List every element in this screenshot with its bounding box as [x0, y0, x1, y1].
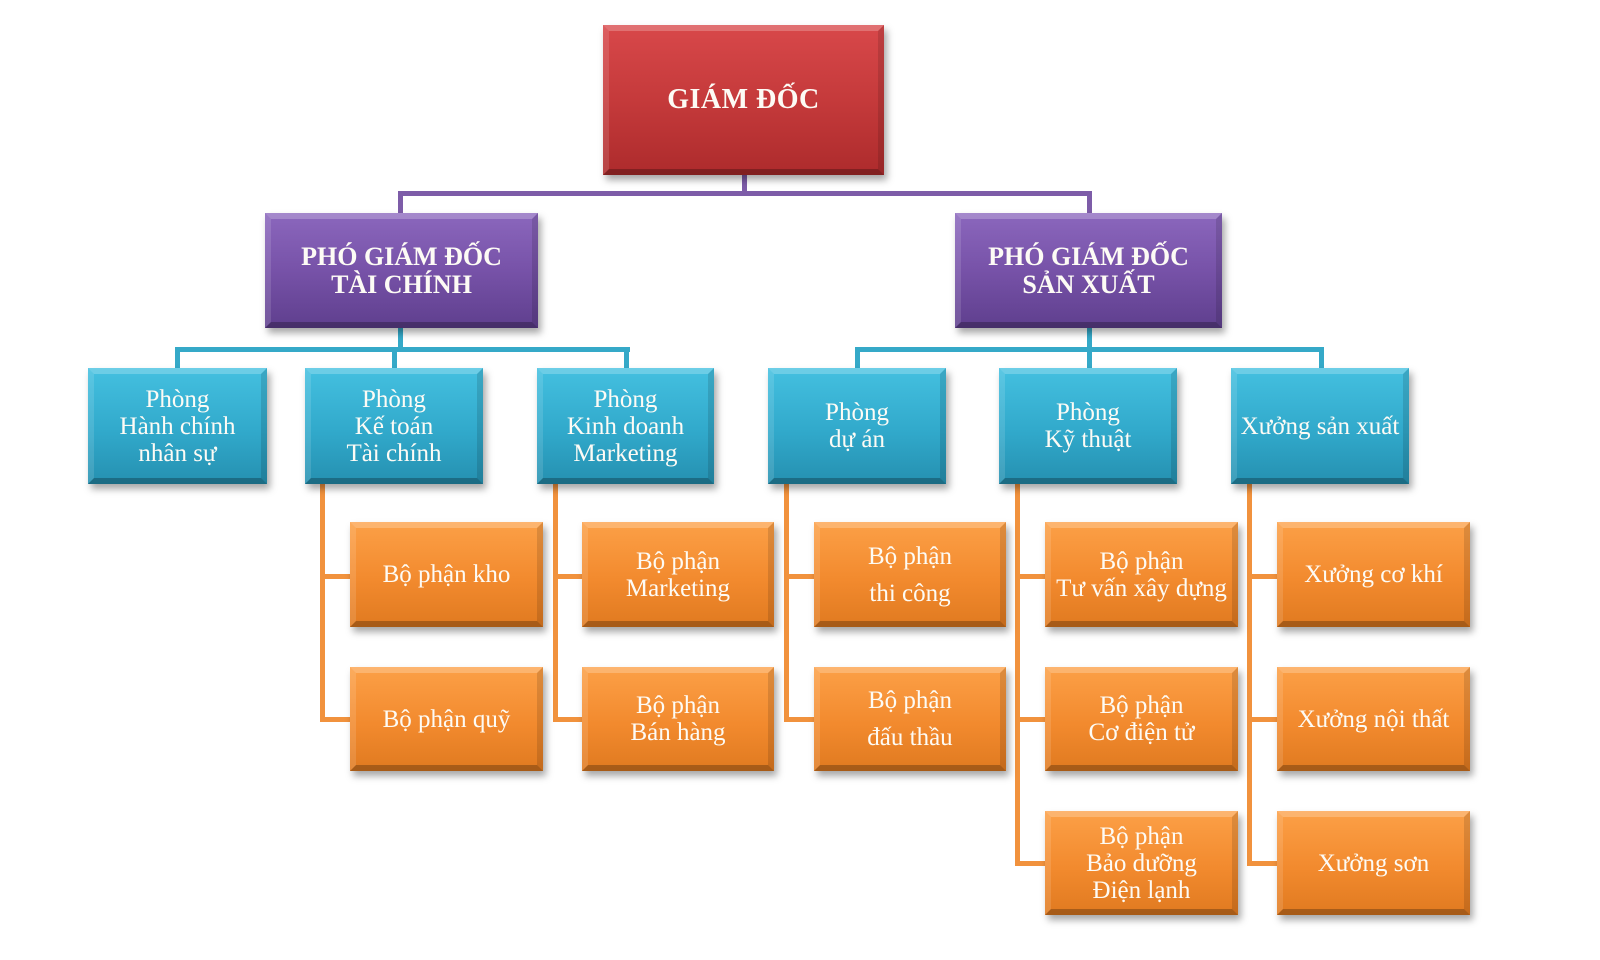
node-deputy-production: PHÓ GIÁM ĐỐC SẢN XUẤT	[955, 213, 1222, 328]
node-unit-sales: Bộ phận Bán hàng	[582, 667, 774, 771]
connector-unit-6-3	[1247, 861, 1277, 866]
node-unit-treasury: Bộ phận quỹ	[350, 667, 543, 771]
node-dept-sales-label: Phòng Kinh doanh Marketing	[566, 385, 685, 467]
node-unit-label: Xưởng nội thất	[1297, 705, 1450, 733]
connector-dept-6-drop	[1319, 347, 1324, 369]
node-dept-sales: Phòng Kinh doanh Marketing	[537, 368, 714, 484]
node-dept-factory-label: Xưởng sản xuất	[1240, 412, 1400, 440]
connector-deputy-finance-drop	[398, 191, 403, 214]
node-deputy-finance-label: PHÓ GIÁM ĐỐC TÀI CHÍNH	[301, 241, 502, 299]
connector-dept-3-drop	[624, 347, 629, 369]
connector-deputy-production-drop	[1087, 191, 1092, 214]
node-dept-projects: Phòng dự án	[768, 368, 946, 484]
node-unit-mechanical-workshop: Xưởng cơ khí	[1277, 522, 1470, 627]
connector-unit-2-2	[320, 717, 350, 722]
connector-dept-5-spine	[1015, 484, 1020, 865]
connector-finance-stem	[398, 328, 403, 351]
node-unit-label: Bộ phận Bán hàng	[630, 692, 726, 746]
node-unit-label: Bộ phận Bảo dưỡng Điện lạnh	[1086, 822, 1197, 904]
connector-unit-3-1	[553, 574, 582, 579]
connector-unit-6-2	[1247, 717, 1277, 722]
connector-dept-1-drop	[175, 347, 180, 369]
node-dept-accounting: Phòng Kế toán Tài chính	[305, 368, 483, 484]
node-dept-accounting-label: Phòng Kế toán Tài chính	[346, 385, 442, 467]
connector-unit-5-2	[1015, 717, 1045, 722]
connector-production-stem	[1087, 328, 1092, 351]
node-unit-maintenance: Bộ phận Bảo dưỡng Điện lạnh	[1045, 811, 1238, 915]
connector-unit-6-1	[1247, 574, 1277, 579]
connector-dept-5-drop	[1087, 347, 1092, 369]
connector-unit-4-2	[784, 717, 814, 722]
node-unit-interior-workshop: Xưởng nội thất	[1277, 667, 1470, 771]
connector-finance-bar	[175, 347, 630, 352]
node-deputy-production-label: PHÓ GIÁM ĐỐC SẢN XUẤT	[988, 241, 1189, 299]
node-dept-hr-label: Phòng Hành chính nhân sự	[119, 385, 236, 467]
connector-unit-4-1	[784, 574, 814, 579]
connector-director-stem	[742, 175, 747, 195]
node-dept-factory: Xưởng sản xuất	[1231, 368, 1409, 484]
connector-dept-3-spine	[553, 484, 558, 721]
node-unit-consulting: Bộ phận Tư vấn xây dựng	[1045, 522, 1238, 627]
node-unit-label: Bộ phận Cơ điện tử	[1088, 692, 1195, 746]
connector-dept-2-drop	[392, 347, 397, 369]
connector-unit-3-2	[553, 717, 582, 722]
connector-unit-5-3	[1015, 861, 1045, 866]
node-unit-label: Bộ phận thi công	[867, 542, 953, 607]
node-dept-projects-label: Phòng dự án	[825, 399, 889, 453]
node-dept-hr: Phòng Hành chính nhân sự	[88, 368, 267, 484]
node-dept-technical: Phòng Kỹ thuật	[999, 368, 1177, 484]
node-unit-label: Bộ phận đấu thầu	[867, 687, 953, 751]
node-dept-technical-label: Phòng Kỹ thuật	[1044, 399, 1132, 453]
node-unit-construction: Bộ phận thi công	[814, 522, 1006, 627]
node-director-label: GIÁM ĐỐC	[667, 84, 820, 115]
node-unit-label: Bộ phận Marketing	[625, 547, 731, 602]
connector-dept-6-spine	[1247, 484, 1252, 865]
connector-unit-5-1	[1015, 574, 1045, 579]
node-unit-label: Bộ phận kho	[382, 561, 511, 588]
connector-unit-2-1	[320, 574, 350, 579]
node-unit-bidding: Bộ phận đấu thầu	[814, 667, 1006, 771]
node-unit-label: Bộ phận quỹ	[382, 705, 511, 733]
node-unit-mechatronics: Bộ phận Cơ điện tử	[1045, 667, 1238, 771]
node-deputy-finance: PHÓ GIÁM ĐỐC TÀI CHÍNH	[265, 213, 538, 328]
node-unit-paint-workshop: Xưởng sơn	[1277, 811, 1470, 915]
node-unit-label: Xưởng cơ khí	[1304, 561, 1443, 588]
node-unit-label: Xưởng sơn	[1317, 849, 1430, 877]
node-unit-warehouse: Bộ phận kho	[350, 522, 543, 627]
connector-deputies-bar	[398, 191, 1092, 196]
node-director: GIÁM ĐỐC	[603, 25, 884, 175]
node-unit-label: Bộ phận Tư vấn xây dựng	[1056, 547, 1227, 602]
connector-dept-4-drop	[855, 347, 860, 369]
connector-dept-2-spine	[320, 484, 325, 721]
connector-dept-4-spine	[784, 484, 789, 721]
node-unit-marketing: Bộ phận Marketing	[582, 522, 774, 627]
